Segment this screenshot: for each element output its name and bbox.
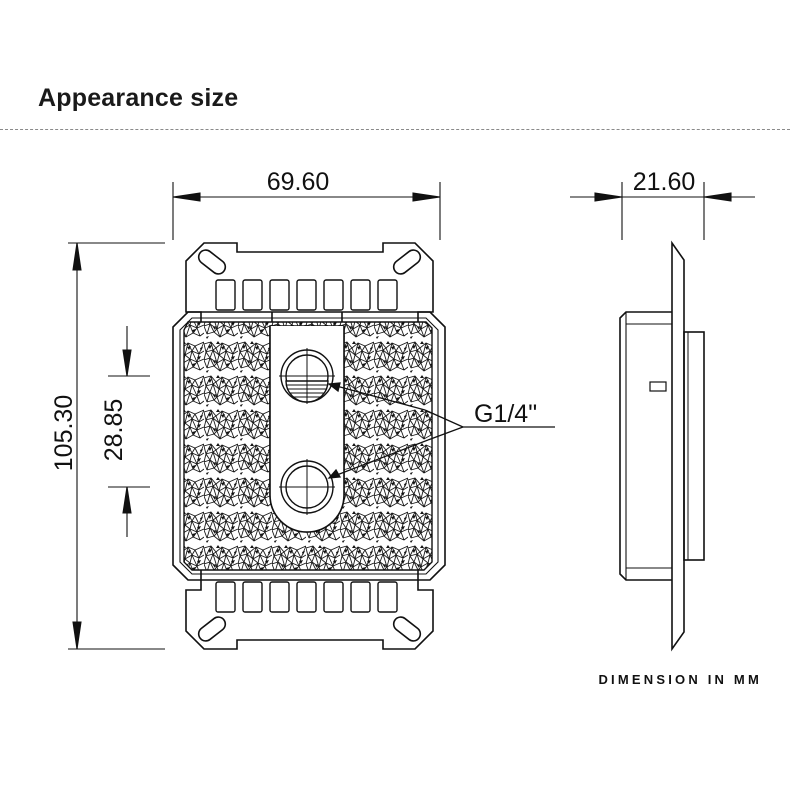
mount-slot-tl bbox=[197, 249, 227, 275]
block-body bbox=[172, 311, 446, 581]
side-mount-plate bbox=[671, 240, 685, 652]
side-pin bbox=[649, 381, 667, 392]
mount-slot-tr bbox=[392, 249, 422, 275]
thread-leaders bbox=[327, 382, 555, 479]
dim-thickness-label: 21.60 bbox=[633, 168, 696, 196]
dim-port-spacing-label: 28.85 bbox=[100, 399, 128, 462]
dim-width bbox=[172, 182, 441, 240]
mount-slot-br bbox=[392, 616, 422, 642]
top-fins bbox=[215, 279, 398, 311]
page-title: Appearance size bbox=[38, 84, 239, 112]
front-view bbox=[172, 242, 446, 650]
dim-height-label: 105.30 bbox=[50, 395, 78, 471]
dim-thickness bbox=[570, 182, 755, 240]
dim-width-label: 69.60 bbox=[267, 168, 330, 196]
side-block-body bbox=[619, 311, 672, 581]
mount-slot-bl bbox=[197, 616, 227, 642]
dim-height bbox=[68, 242, 165, 650]
dim-port-spacing bbox=[108, 326, 150, 537]
side-cold-plate bbox=[683, 331, 705, 561]
port-top bbox=[279, 348, 335, 404]
mounting-bracket bbox=[185, 242, 434, 650]
side-view bbox=[619, 240, 705, 652]
port-bottom bbox=[279, 459, 335, 515]
title-divider bbox=[0, 129, 790, 130]
bottom-fins bbox=[215, 581, 398, 613]
units-note: DIMENSION IN MM bbox=[598, 672, 762, 687]
thread-label: G1/4" bbox=[474, 400, 537, 428]
block-body-inner bbox=[179, 317, 439, 575]
